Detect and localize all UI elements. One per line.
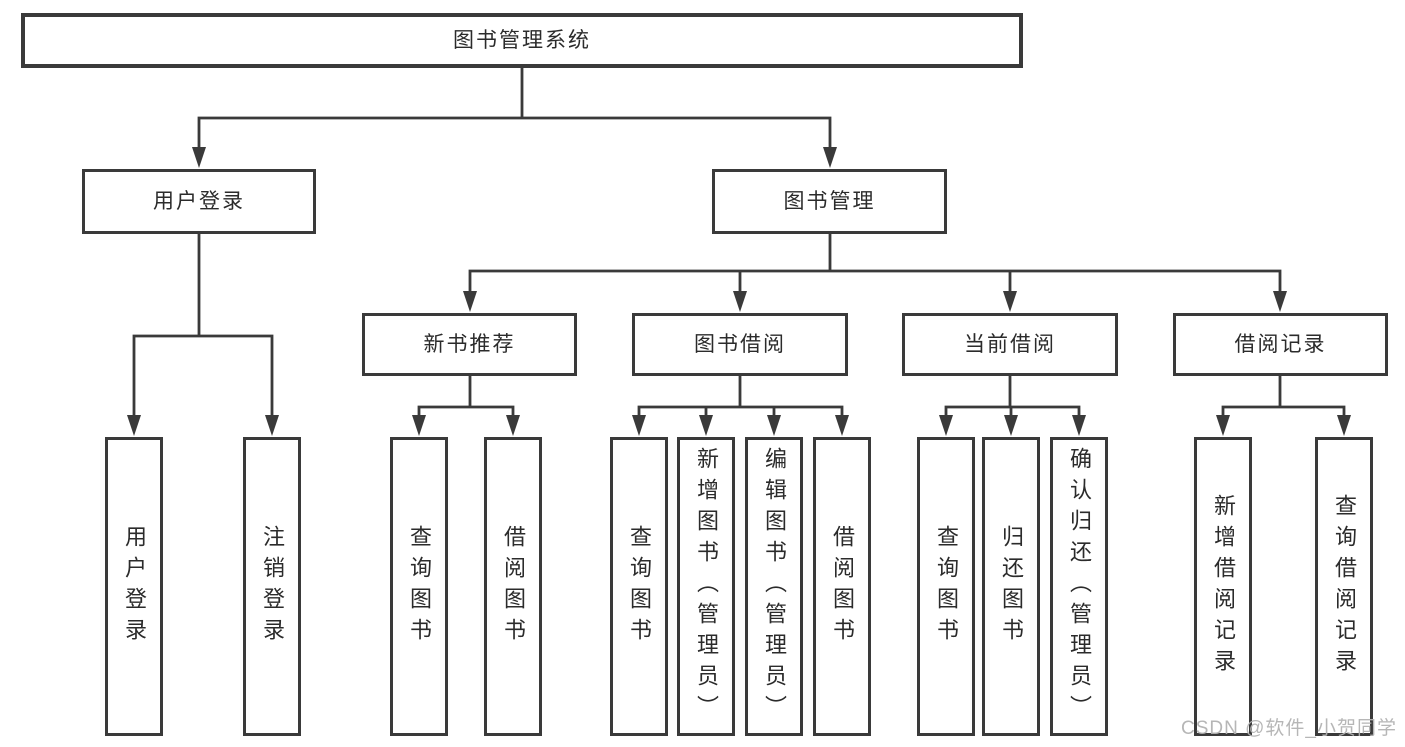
- node-new-book-recommend: 新书推荐: [362, 313, 577, 376]
- node-user-login: 用户登录: [82, 169, 316, 234]
- node-label: 当前借阅: [964, 333, 1056, 356]
- arrow-icon: [823, 147, 837, 168]
- leaf-borrow-edit-books-admin: 编辑图书（管理员）: [745, 437, 803, 736]
- connector-bookborrow-split: [637, 374, 844, 418]
- leaf-label: 归还图书: [999, 524, 1024, 649]
- arrow-icon: [1337, 415, 1351, 436]
- arrow-icon: [192, 147, 206, 168]
- leaf-current-return-books: 归还图书: [982, 437, 1040, 736]
- connector-records-split: [1221, 374, 1346, 418]
- node-root-system: 图书管理系统: [21, 13, 1023, 68]
- node-borrow-records: 借阅记录: [1173, 313, 1388, 376]
- arrow-icon: [506, 415, 520, 436]
- leaf-label: 查询借阅记录: [1332, 493, 1357, 680]
- leaf-label: 新增借阅记录: [1211, 493, 1236, 680]
- leaf-label: 查询图书: [407, 524, 432, 649]
- leaf-label: 借阅图书: [830, 524, 855, 649]
- leaf-label: 用户登录: [122, 524, 147, 649]
- node-label: 新书推荐: [423, 333, 516, 356]
- leaf-label: 确认归还（管理员）: [1067, 447, 1092, 726]
- leaf-label: 查询图书: [627, 524, 652, 649]
- arrow-icon: [699, 415, 713, 436]
- leaf-current-confirm-return-admin: 确认归还（管理员）: [1050, 437, 1108, 736]
- arrow-icon: [265, 415, 279, 436]
- arrow-icon: [733, 291, 747, 312]
- node-current-borrow: 当前借阅: [902, 313, 1118, 376]
- node-label: 用户登录: [153, 190, 245, 213]
- connector-user-login-split: [132, 232, 274, 418]
- leaf-label: 注销登录: [260, 524, 285, 649]
- leaf-borrow-query-books: 查询图书: [610, 437, 668, 736]
- node-book-borrow: 图书借阅: [632, 313, 848, 376]
- leaf-label: 编辑图书（管理员）: [762, 447, 787, 726]
- leaf-newbook-borrow-books: 借阅图书: [484, 437, 542, 736]
- leaf-borrow-add-books-admin: 新增图书（管理员）: [677, 437, 735, 736]
- arrow-icon: [1003, 291, 1017, 312]
- connector-newbook-split: [417, 374, 515, 418]
- leaf-label: 借阅图书: [501, 524, 526, 649]
- arrow-icon: [1004, 415, 1018, 436]
- node-book-management: 图书管理: [712, 169, 947, 234]
- arrow-icon: [1072, 415, 1086, 436]
- leaf-records-query-record: 查询借阅记录: [1315, 437, 1373, 736]
- arrow-icon: [1216, 415, 1230, 436]
- leaf-user-login: 用户登录: [105, 437, 163, 736]
- leaf-logout: 注销登录: [243, 437, 301, 736]
- connector-root-split: [197, 66, 832, 149]
- arrow-icon: [1273, 291, 1287, 312]
- arrow-icon: [835, 415, 849, 436]
- arrow-icon: [939, 415, 953, 436]
- node-label: 图书借阅: [694, 333, 786, 356]
- connector-book-mgmt-split: [468, 232, 1282, 293]
- leaf-label: 新增图书（管理员）: [694, 447, 719, 726]
- leaf-newbook-query-books: 查询图书: [390, 437, 448, 736]
- node-label: 图书管理: [783, 190, 876, 213]
- node-label: 借阅记录: [1234, 333, 1327, 356]
- arrowheads: [127, 147, 1351, 436]
- csdn-watermark: CSDN @软件_小贺同学: [1181, 718, 1397, 739]
- node-label: 图书管理系统: [453, 29, 591, 52]
- leaf-label: 查询图书: [934, 524, 959, 649]
- leaf-current-query-books: 查询图书: [917, 437, 975, 736]
- arrow-icon: [127, 415, 141, 436]
- arrow-icon: [463, 291, 477, 312]
- leaf-records-add-record: 新增借阅记录: [1194, 437, 1252, 736]
- arrow-icon: [767, 415, 781, 436]
- arrow-icon: [632, 415, 646, 436]
- arrow-icon: [412, 415, 426, 436]
- connector-currentborrow-split: [944, 374, 1081, 418]
- leaf-borrow-borrow-books: 借阅图书: [813, 437, 871, 736]
